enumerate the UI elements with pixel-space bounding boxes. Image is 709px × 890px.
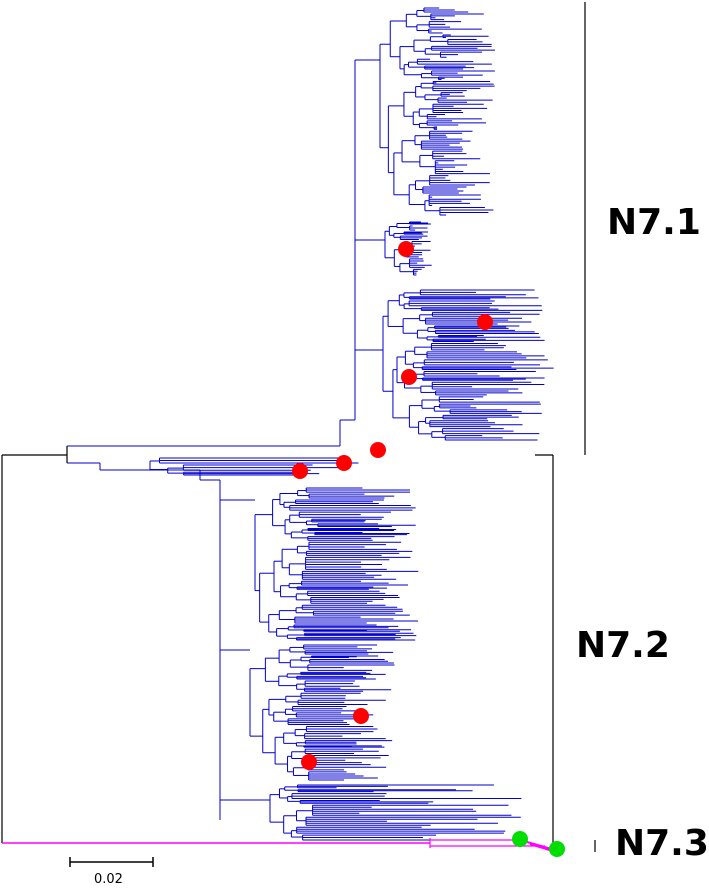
clade-n71-branches [67, 7, 554, 447]
clade-bars [535, 2, 596, 852]
red-marker [301, 754, 317, 770]
clade-label-n72: N7.2 [576, 625, 670, 666]
root-branches [1, 446, 68, 843]
scale-bar-label: 0.02 [94, 872, 123, 887]
red-marker [353, 708, 369, 724]
markers [292, 241, 565, 857]
red-marker [401, 369, 417, 385]
scale-bar [69, 857, 154, 867]
green-marker [512, 831, 528, 847]
clade-n73-branches [2, 838, 557, 853]
red-marker [398, 241, 414, 257]
red-marker [336, 455, 352, 471]
clade-label-n71: N7.1 [607, 202, 701, 243]
green-marker [549, 841, 565, 857]
red-marker [370, 442, 386, 458]
clade-n72-branches [67, 457, 522, 841]
clade-label-n73: N7.3 [615, 823, 709, 864]
red-marker [292, 463, 308, 479]
red-marker [477, 314, 493, 330]
